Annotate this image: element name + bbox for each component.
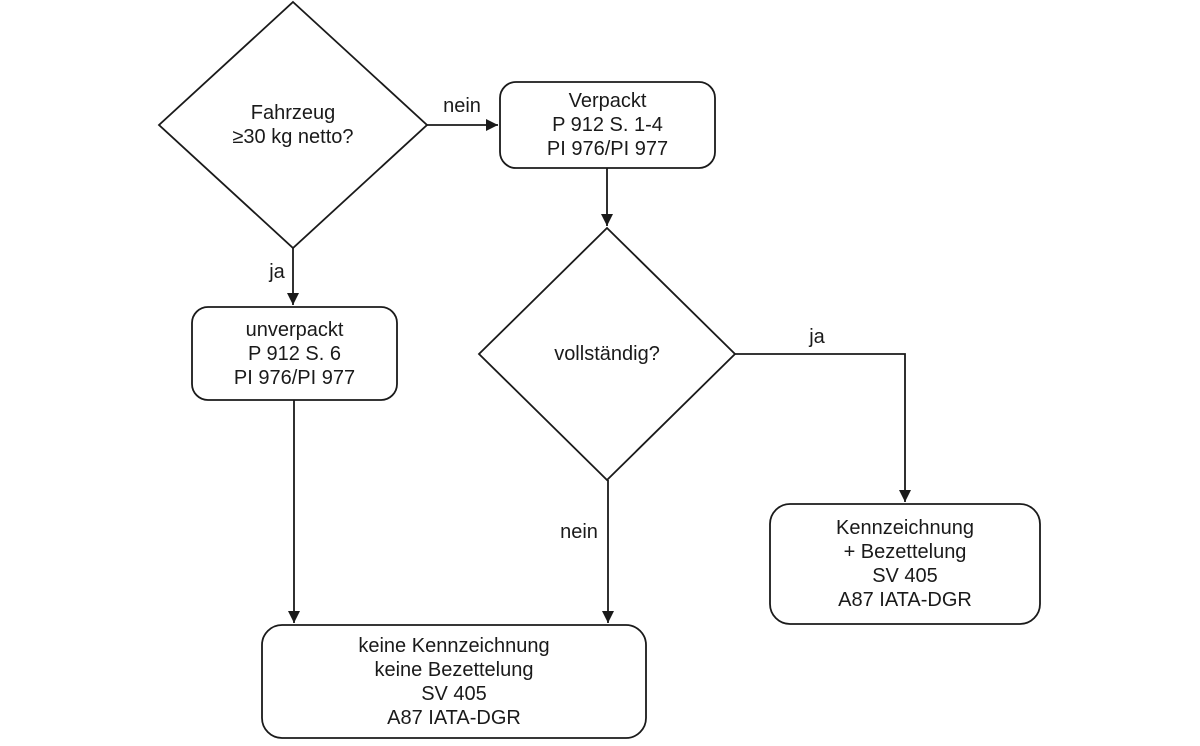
verpackt-box [499, 81, 716, 169]
unverpackt-box [191, 306, 398, 401]
kennzeichnung-box [769, 503, 1041, 625]
decision-fahrzeug-diamond [157, 0, 429, 250]
edge-vollstaendig-ja-arrow [735, 353, 911, 502]
decision-vollstaendig-diamond [477, 226, 737, 482]
keine-kennzeichnung-box [261, 624, 647, 739]
